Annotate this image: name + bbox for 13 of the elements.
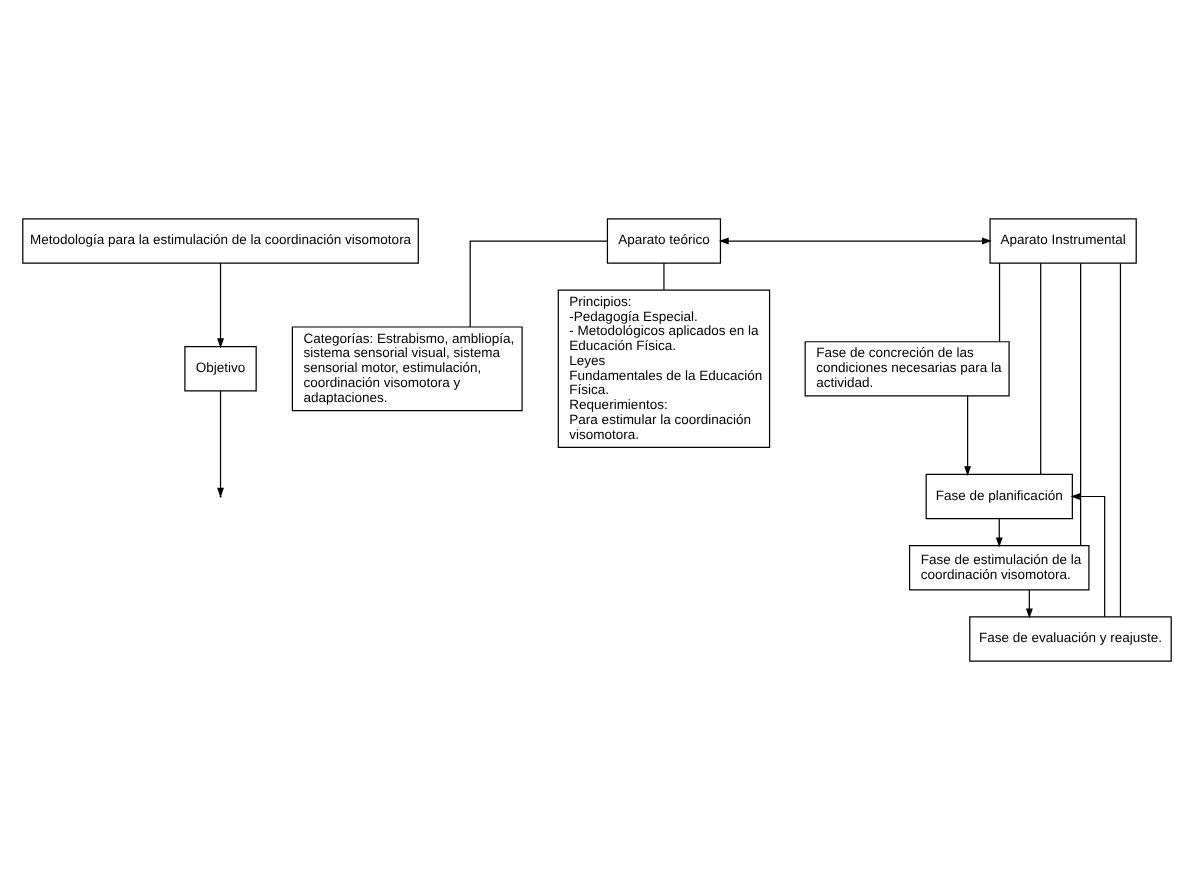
arrow: [217, 261, 224, 348]
arrow: [1070, 492, 1106, 617]
arrow: [718, 236, 992, 244]
connector: [998, 261, 1001, 342]
connector: [1080, 261, 1082, 546]
connector: [663, 261, 665, 290]
connector: [1119, 261, 1122, 617]
connector: [469, 239, 608, 327]
arrow: [217, 389, 224, 497]
arrow: [1025, 588, 1033, 618]
arrow: [964, 394, 972, 475]
arrow: [995, 517, 1003, 547]
connector: [1040, 261, 1042, 474]
